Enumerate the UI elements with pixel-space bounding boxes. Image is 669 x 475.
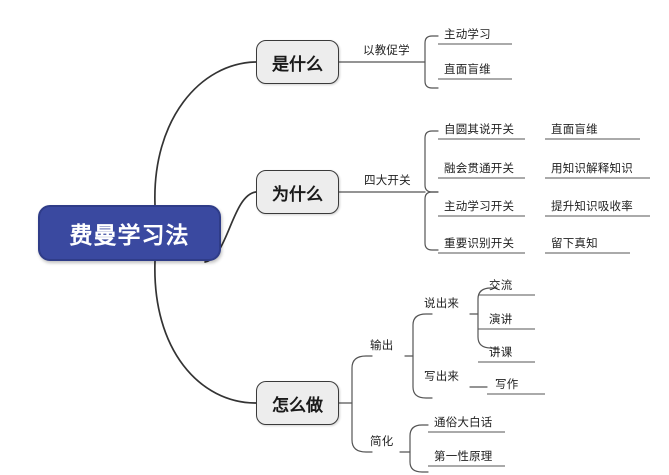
bracket-zenmezuo-children xyxy=(351,355,373,453)
leaf-xiezuo[interactable]: 写作 xyxy=(495,379,519,391)
leaf-xiechulai[interactable]: 写出来 xyxy=(424,371,460,383)
leaf-zhimianmangwei[interactable]: 直面盲维 xyxy=(444,64,491,76)
leaf-yanjiang[interactable]: 演讲 xyxy=(489,314,513,326)
bracket-jianhua-children xyxy=(409,424,429,473)
edge-root-to-shishenme xyxy=(154,61,257,206)
leaf-switch-detail-tishengxishoulv[interactable]: 提升知识吸收率 xyxy=(551,201,633,213)
branch-node-shishenme-label: 是什么 xyxy=(272,54,323,74)
root-node-label: 费曼学习法 xyxy=(69,222,190,248)
branch-node-zenmezuo-label: 怎么做 xyxy=(272,395,323,415)
leaf-switch-zhudongxuexi[interactable]: 主动学习开关 xyxy=(444,201,515,213)
leaf-zhudongxuexi[interactable]: 主动学习 xyxy=(444,29,491,41)
branch-node-weishenme[interactable]: 为什么 xyxy=(256,170,339,214)
leaf-switch-detail-liuxiazhenzhi[interactable]: 留下真知 xyxy=(551,238,598,250)
bracket-yijiaocuxue-children xyxy=(424,35,439,89)
edge-root-to-zenmezuo xyxy=(154,260,257,404)
leaf-jianhua[interactable]: 简化 xyxy=(370,436,394,448)
leaf-diyixingyuanli[interactable]: 第一性原理 xyxy=(434,451,493,463)
branch-node-zenmezuo[interactable]: 怎么做 xyxy=(256,381,339,425)
leaf-yijiaocuxue[interactable]: 以教促学 xyxy=(363,45,410,57)
leaf-sidakaiguan[interactable]: 四大开关 xyxy=(364,175,411,187)
bracket-switch-group-lower xyxy=(424,191,439,251)
leaf-switch-detail-yongzhishijieshi[interactable]: 用知识解释知识 xyxy=(551,163,633,175)
leaf-tongsudabaihua[interactable]: 通俗大白话 xyxy=(434,417,493,429)
leaf-switch-detail-zhimianmangwei[interactable]: 直面盲维 xyxy=(551,124,598,136)
leaf-switch-ziyuanqishuo[interactable]: 自圆其说开关 xyxy=(444,124,515,136)
bracket-switch-group-upper xyxy=(424,130,439,193)
root-node[interactable]: 费曼学习法 xyxy=(38,205,221,261)
branch-node-weishenme-label: 为什么 xyxy=(272,184,323,204)
bracket-shuchu-children xyxy=(412,313,433,399)
leaf-jiaoliu[interactable]: 交流 xyxy=(489,280,513,292)
branch-node-shishenme[interactable]: 是什么 xyxy=(256,40,339,84)
leaf-jiangke[interactable]: 讲课 xyxy=(489,347,513,359)
leaf-shuchu[interactable]: 输出 xyxy=(370,340,394,352)
leaf-switch-zhongyaoshibie[interactable]: 重要识别开关 xyxy=(444,238,515,250)
leaf-switch-ronghuiguantong[interactable]: 融会贯通开关 xyxy=(444,163,515,175)
leaf-shuochulai[interactable]: 说出来 xyxy=(424,298,460,310)
